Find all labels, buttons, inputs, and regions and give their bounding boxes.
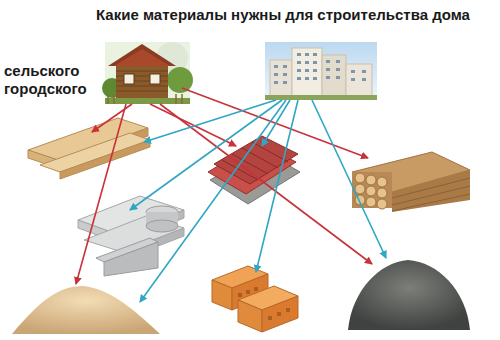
cement-pile	[348, 260, 470, 330]
house-type-label: городского	[4, 80, 87, 97]
diagram-title: Какие материалы нужны для строительства …	[88, 6, 478, 23]
lumber-boards	[28, 118, 150, 179]
house-type-label: сельского	[4, 62, 79, 79]
city-arrows	[130, 100, 386, 302]
bricks	[212, 266, 298, 332]
log-pile	[352, 152, 470, 212]
sand-pile	[12, 286, 160, 334]
city-buildings	[265, 42, 377, 100]
village-house	[102, 42, 193, 104]
